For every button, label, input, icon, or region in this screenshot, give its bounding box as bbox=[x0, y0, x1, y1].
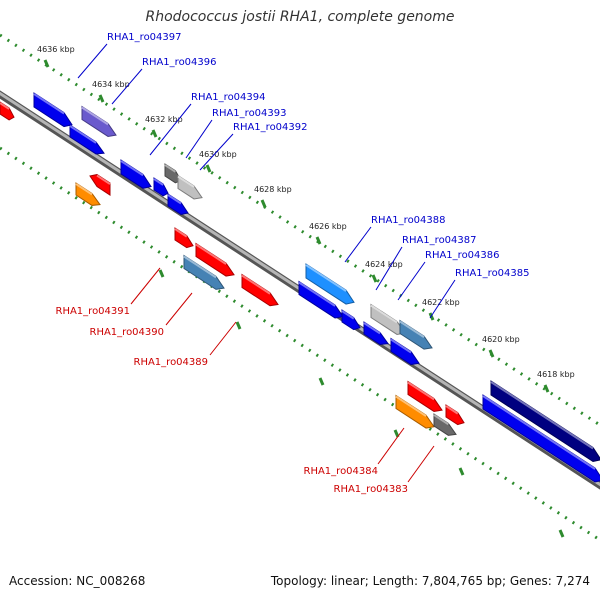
tick-mark bbox=[151, 129, 158, 138]
gene-arrow-blue[interactable] bbox=[390, 337, 420, 366]
gene-label-top[interactable]: RHA1_ro04397 bbox=[107, 32, 182, 43]
gene-arrow-blue[interactable] bbox=[153, 177, 169, 197]
gene-arrow-purple[interactable] bbox=[81, 105, 117, 137]
tick-label: 4636 kbp bbox=[37, 45, 75, 54]
topology-stats: Topology: linear; Length: 7,804,765 bp; … bbox=[270, 574, 590, 588]
gene-arrow-blue[interactable] bbox=[120, 159, 152, 189]
gene-arrow-red[interactable] bbox=[407, 380, 443, 412]
gene-arrow-steelblue[interactable] bbox=[399, 319, 433, 350]
tick-rail-top bbox=[0, 33, 600, 427]
gene-label-top-leader bbox=[185, 119, 213, 159]
gene-label-top-leader bbox=[375, 246, 403, 291]
gene-label-top[interactable]: RHA1_ro04387 bbox=[402, 235, 477, 246]
tick-mark bbox=[158, 269, 165, 278]
gene-label-bottom-leader bbox=[165, 292, 193, 326]
gene-label-top-leader bbox=[149, 103, 192, 156]
gene-label-bottom[interactable]: RHA1_ro04384 bbox=[304, 466, 379, 477]
gene-label-top[interactable]: RHA1_ro04393 bbox=[212, 108, 287, 119]
gene-arrow-steelblue[interactable] bbox=[183, 254, 225, 290]
gene-arrow-dimgray[interactable] bbox=[433, 413, 457, 436]
gene-label-top-leader bbox=[344, 226, 372, 263]
gene-arrow-blue[interactable] bbox=[33, 92, 73, 128]
gene-arrow-orange[interactable] bbox=[75, 182, 101, 206]
tick-mark bbox=[205, 164, 212, 173]
gene-arrow-red[interactable] bbox=[89, 174, 111, 196]
gene-arrow-skyblue[interactable] bbox=[305, 263, 355, 305]
gene-arrow-blue[interactable] bbox=[363, 321, 389, 345]
tick-label: 4618 kbp bbox=[537, 370, 575, 379]
tick-mark bbox=[488, 349, 495, 358]
gene-label-bottom[interactable]: RHA1_ro04390 bbox=[90, 327, 165, 338]
gene-arrow-blue[interactable] bbox=[341, 309, 361, 331]
tick-mark bbox=[98, 94, 105, 103]
tick-mark bbox=[393, 429, 400, 438]
tick-mark bbox=[558, 529, 565, 538]
tick-mark bbox=[458, 467, 465, 476]
tick-label: 4622 kbp bbox=[422, 298, 460, 307]
tick-label: 4620 kbp bbox=[482, 335, 520, 344]
gene-arrow-silver[interactable] bbox=[177, 174, 203, 200]
gene-arrow-navy[interactable] bbox=[490, 380, 600, 463]
tick-mark bbox=[43, 59, 50, 68]
gene-arrow-blue[interactable] bbox=[482, 394, 600, 483]
gene-arrow-red[interactable] bbox=[195, 242, 235, 277]
gene-arrow-blue[interactable] bbox=[298, 280, 344, 319]
gene-label-top[interactable]: RHA1_ro04392 bbox=[233, 122, 308, 133]
gene-label-top-leader bbox=[199, 133, 234, 171]
gene-label-bottom-leader bbox=[377, 427, 405, 465]
tick-mark bbox=[260, 199, 267, 208]
gene-label-bottom[interactable]: RHA1_ro04391 bbox=[56, 306, 131, 317]
tick-rail-bottom bbox=[0, 146, 600, 542]
gene-arrow-red[interactable] bbox=[174, 227, 194, 249]
gene-label-bottom-leader bbox=[130, 267, 161, 305]
gene-label-top[interactable]: RHA1_ro04385 bbox=[455, 268, 530, 279]
map-title: Rhodococcus jostii RHA1, complete genome bbox=[145, 9, 455, 25]
gene-label-top[interactable]: RHA1_ro04386 bbox=[425, 250, 500, 261]
gene-label-bottom-leader bbox=[407, 445, 435, 483]
gene-arrow-red[interactable] bbox=[241, 273, 279, 307]
tick-mark bbox=[315, 236, 322, 245]
gene-label-top[interactable]: RHA1_ro04388 bbox=[371, 215, 446, 226]
tick-label: 4630 kbp bbox=[199, 150, 237, 159]
tick-mark bbox=[543, 384, 550, 393]
gene-arrow-orange[interactable] bbox=[395, 394, 435, 429]
gene-arrow-blue[interactable] bbox=[69, 124, 105, 155]
gene-label-top-leader bbox=[397, 261, 426, 301]
tick-mark bbox=[318, 377, 325, 386]
gene-label-top-leader bbox=[77, 43, 108, 79]
gene-arrow-blue[interactable] bbox=[167, 193, 189, 216]
gene-label-bottom-leader bbox=[209, 321, 237, 356]
gene-label-bottom[interactable]: RHA1_ro04389 bbox=[134, 357, 209, 368]
gene-label-top-leader bbox=[429, 279, 456, 319]
gene-label-top[interactable]: RHA1_ro04396 bbox=[142, 57, 217, 68]
tick-label: 4634 kbp bbox=[92, 80, 130, 89]
tick-mark bbox=[371, 274, 378, 283]
tick-mark bbox=[235, 321, 242, 330]
tick-label: 4626 kbp bbox=[309, 222, 347, 231]
accession-text: Accession: NC_008268 bbox=[9, 574, 146, 588]
gene-label-top-leader bbox=[111, 68, 143, 105]
gene-arrow-red[interactable] bbox=[445, 404, 465, 426]
tick-label: 4624 kbp bbox=[365, 260, 403, 269]
tick-label: 4628 kbp bbox=[254, 185, 292, 194]
gene-arrow-red[interactable] bbox=[0, 101, 15, 121]
gene-label-bottom[interactable]: RHA1_ro04383 bbox=[334, 484, 409, 495]
gene-label-top[interactable]: RHA1_ro04394 bbox=[191, 92, 266, 103]
tick-label: 4632 kbp bbox=[145, 115, 183, 124]
